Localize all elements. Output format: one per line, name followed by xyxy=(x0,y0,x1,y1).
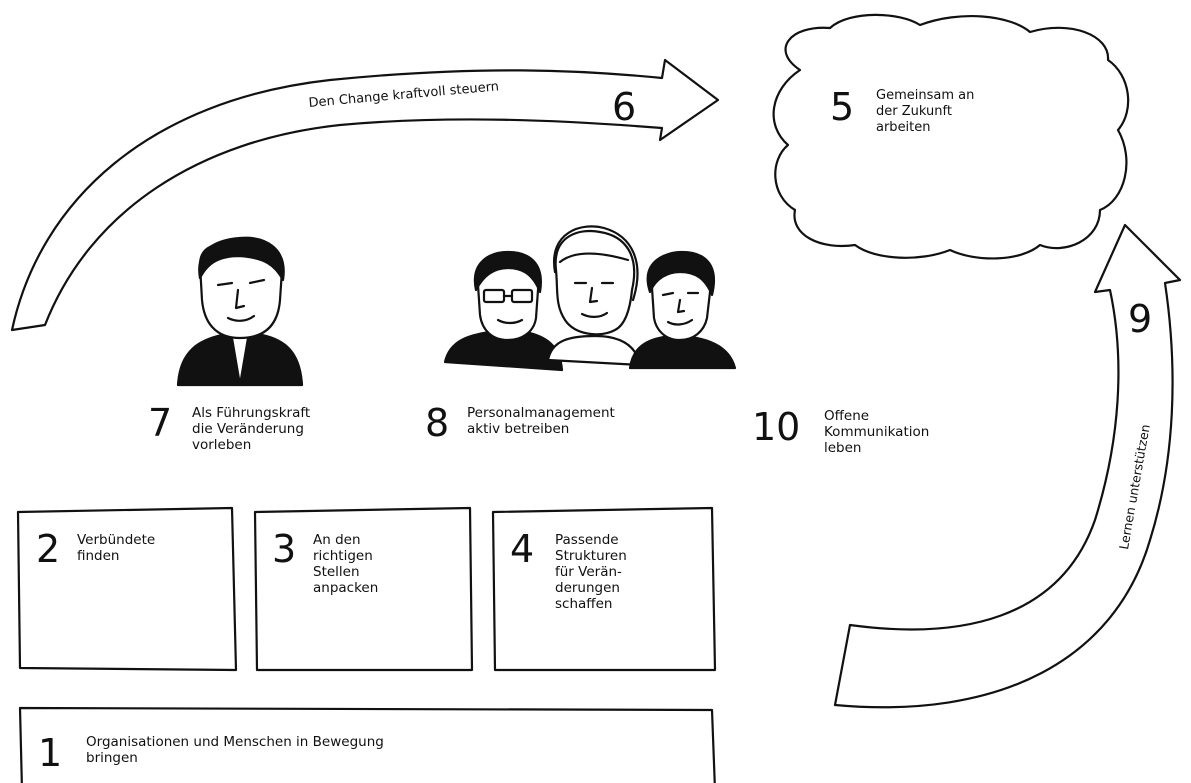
box-2-number: 2 xyxy=(36,527,61,571)
box-3-text: An den richtigen Stellen anpacken xyxy=(313,532,379,596)
item-8-text: Personalmanagement aktiv betreiben xyxy=(467,405,615,437)
box-4-text: Passende Strukturen für Verän- derungen … xyxy=(555,532,627,612)
item-7-text: Als Führungskraft die Veränderung vorleb… xyxy=(192,405,311,453)
box-2-shape xyxy=(16,506,238,672)
box-4-number: 4 xyxy=(510,527,535,571)
manager-figure xyxy=(176,236,304,387)
right-arrow-number: 9 xyxy=(1128,297,1153,341)
box-1-text: Organisationen und Menschen in Bewegung … xyxy=(86,734,384,766)
box-3-shape xyxy=(253,506,474,672)
item-10-number: 10 xyxy=(752,405,801,449)
item-8-number: 8 xyxy=(425,401,450,445)
cloud-text: Gemeinsam an der Zukunft arbeiten xyxy=(876,88,975,135)
box-4-shape xyxy=(491,506,717,672)
box-2-text: Verbündete finden xyxy=(77,532,156,564)
cloud-number: 5 xyxy=(830,85,855,129)
box-3-number: 3 xyxy=(272,527,297,571)
team-figures xyxy=(443,225,737,372)
box-1-number: 1 xyxy=(38,731,63,775)
top-arrow-number: 6 xyxy=(612,85,637,129)
cloud-shape xyxy=(772,13,1130,260)
right-arrow-shape xyxy=(833,223,1182,709)
box-1-shape xyxy=(18,706,716,783)
top-arrow-shape xyxy=(10,58,720,332)
item-10-text: Offene Kommunikation leben xyxy=(824,408,930,456)
item-7-number: 7 xyxy=(148,401,173,445)
